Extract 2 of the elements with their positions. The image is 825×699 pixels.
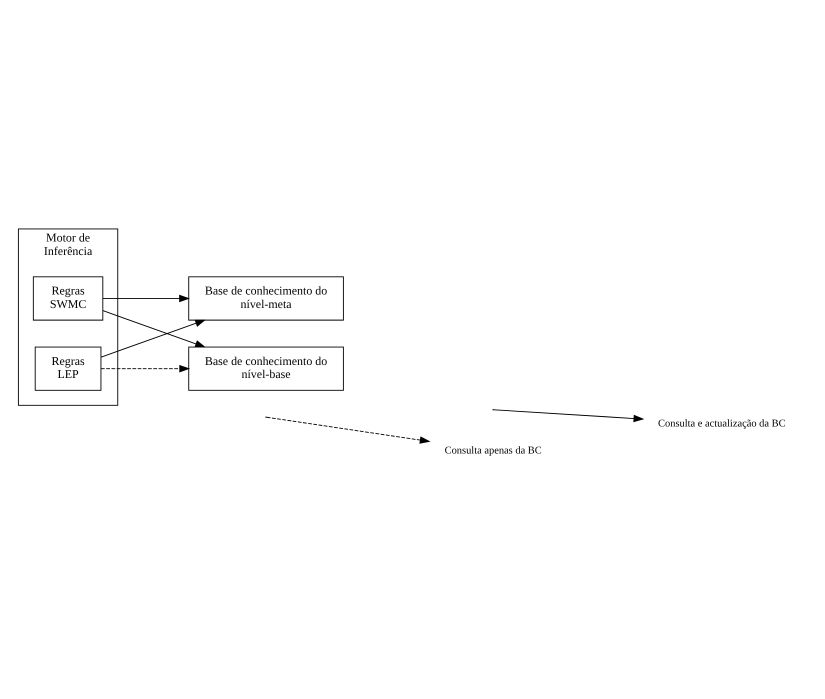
- legend-label: Consulta apenas da BC: [444, 445, 542, 456]
- legend-label: Consulta e actualização da BC: [658, 418, 786, 430]
